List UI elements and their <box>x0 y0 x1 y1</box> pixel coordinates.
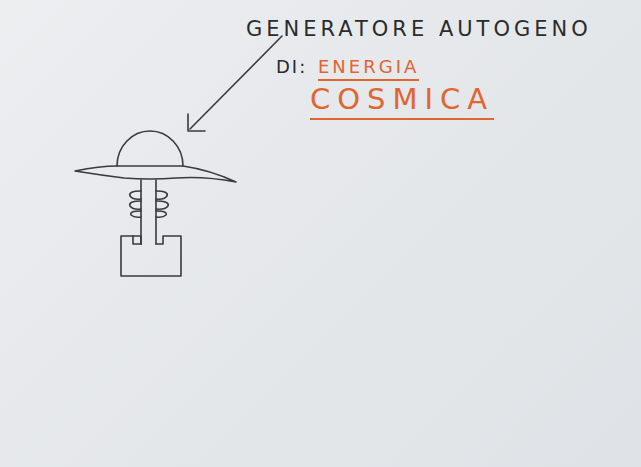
prefix-note: DI: <box>276 57 307 77</box>
leader-arrow <box>190 36 282 129</box>
base-notch <box>133 236 141 244</box>
title-note: GENERATORE AUTOGENO <box>246 18 592 41</box>
arrow-head <box>188 114 205 131</box>
energy-word: ENERGIA <box>318 57 419 81</box>
base-block <box>121 236 181 276</box>
dome <box>117 131 183 166</box>
stem <box>141 180 156 244</box>
cosmic-word-holder: COSMICA <box>310 84 494 120</box>
left-coil <box>130 191 141 217</box>
title-note-holder: GENERATORE AUTOGENO <box>246 18 592 41</box>
right-coil <box>156 191 168 217</box>
prefix-note-holder: DI: <box>276 57 307 77</box>
energy-word-holder: ENERGIA <box>318 57 419 81</box>
cosmic-word: COSMICA <box>310 84 494 120</box>
